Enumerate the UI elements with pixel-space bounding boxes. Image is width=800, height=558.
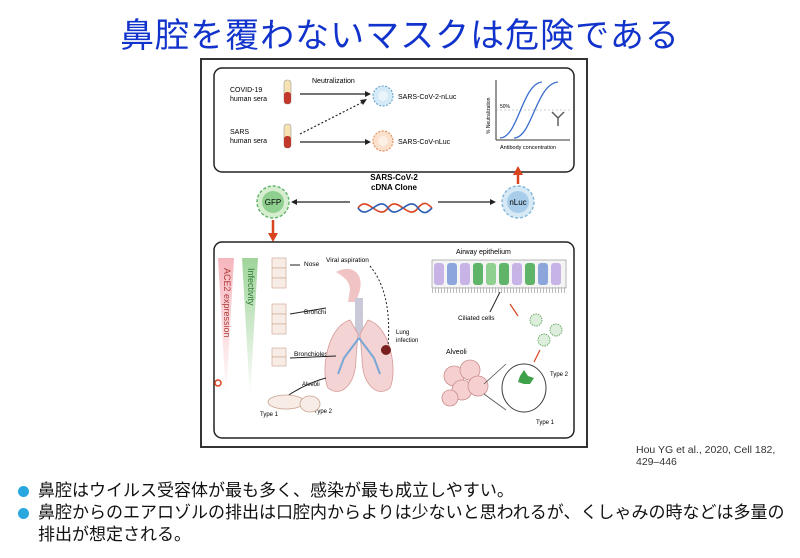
marker-icon <box>214 379 222 387</box>
arrow-line <box>289 355 337 359</box>
virion-icon <box>529 313 563 347</box>
bullet-text: 鼻腔からのエアロゾルの排出は口腔内からよりは少ないと思われるが、くしゃみの時など… <box>38 503 785 545</box>
slide-title: 鼻腔を覆わないマスクは危険である <box>120 16 680 56</box>
viral-aspiration-label: Viral aspiration <box>326 257 369 264</box>
gfp-virus-icon <box>256 185 290 219</box>
neutralization-curve-plot <box>495 80 570 141</box>
alveoli-right-label: Alveoli <box>446 349 467 356</box>
nluc-virus-icon <box>501 185 535 219</box>
curve-ylabel: % Neutralization <box>486 97 492 134</box>
arrow-line <box>489 291 501 313</box>
arrow-line <box>289 307 327 315</box>
type2-label: Type 2 <box>314 409 333 415</box>
gfp-label: GFP <box>265 198 281 207</box>
ace2-label: ACE2 expression <box>222 268 232 338</box>
arrowhead <box>490 199 496 205</box>
bullet-dot-icon <box>18 508 29 519</box>
arrowhead <box>268 233 278 242</box>
bullet-list: 鼻腔はウイルス受容体が最も多く、感染が最も成立しやすい。 鼻腔からのエアロゾルの… <box>18 480 793 546</box>
clone-label-2: cDNA Clone <box>371 183 417 192</box>
sera-covid-label-2: human sera <box>230 96 267 103</box>
red-arrow <box>509 303 519 317</box>
curve-50-label: 50% <box>500 104 511 110</box>
curve-xlabel: Antibody concentration <box>500 145 556 151</box>
citation: Hou YG et al., 2020, Cell 182, 429–446 <box>636 444 776 468</box>
bronchi-cells-icon <box>271 303 287 335</box>
neutralization-label: Neutralization <box>312 78 355 85</box>
sera-covid-label: COVID-19 <box>230 87 262 94</box>
aspiration-arrow <box>369 265 390 347</box>
clone-label-1: SARS-CoV-2 <box>370 173 418 182</box>
airway-epithelium-icon <box>431 259 567 293</box>
sera-sars-label-2: human sera <box>230 138 267 145</box>
lung-infection-label-1: Lung <box>396 330 409 336</box>
type1-right-label: Type 1 <box>536 420 555 426</box>
zoom-circle <box>501 363 547 413</box>
tube-icon <box>283 123 292 149</box>
nose-label: Nose <box>304 261 320 268</box>
ace2-gradient-bar <box>218 258 234 398</box>
sera-sars-label: SARS <box>230 129 249 136</box>
arrowhead <box>360 99 367 105</box>
alveolar-cell-icon <box>267 394 305 410</box>
arrowhead <box>513 166 523 175</box>
ciliated-label: Ciliated cells <box>458 315 495 322</box>
bullet-item: 鼻腔からのエアロゾルの排出は口腔内からよりは少ないと思われるが、くしゃみの時など… <box>18 502 793 546</box>
tube-icon <box>283 79 292 105</box>
type1-label: Type 1 <box>260 412 279 418</box>
virus-1-label: SARS-CoV-2-nLuc <box>398 94 457 101</box>
arrowhead <box>365 91 371 97</box>
lungs-icon <box>324 268 394 392</box>
dna-helix-icon <box>357 202 433 214</box>
red-arrow <box>533 349 541 363</box>
nluc-label: nLuc <box>509 198 526 207</box>
type2-right-label: Type 2 <box>550 372 569 378</box>
virus-2-label: SARS-CoV-nLuc <box>398 139 451 146</box>
infectivity-gradient-bar <box>242 258 258 398</box>
bronchiole-cells-icon <box>271 347 287 367</box>
bronchioles-label: Bronchioles <box>294 351 329 358</box>
airway-label: Airway epithelium <box>456 249 511 256</box>
alveoli-label: Alveoli <box>302 382 320 388</box>
bullet-item: 鼻腔はウイルス受容体が最も多く、感染が最も成立しやすい。 <box>18 480 793 502</box>
virus-sars-cov-icon <box>372 130 394 152</box>
bronchi-label: Bronchi <box>304 309 326 316</box>
neutralization-panel <box>213 67 575 173</box>
bullet-dot-icon <box>18 486 29 497</box>
lung-infection-label-2: infection <box>396 338 418 344</box>
alveoli-cluster-icon <box>441 359 489 407</box>
zoom-lines <box>483 363 507 411</box>
arrowhead <box>365 139 371 145</box>
arrowhead <box>291 199 297 205</box>
virus-sars-cov-2-icon <box>372 85 394 107</box>
diagram-svg: COVID-19 human sera SARS human sera Neut… <box>200 58 588 448</box>
nose-cells-icon <box>271 257 287 289</box>
infected-cell-icon <box>518 370 534 384</box>
bullet-text: 鼻腔はウイルス受容体が最も多く、感染が最も成立しやすい。 <box>38 481 514 501</box>
infectivity-label: Infectivity <box>246 268 256 306</box>
alveolar-cell-icon <box>299 395 321 413</box>
figure-diagram: COVID-19 human sera SARS human sera Neut… <box>200 58 588 448</box>
